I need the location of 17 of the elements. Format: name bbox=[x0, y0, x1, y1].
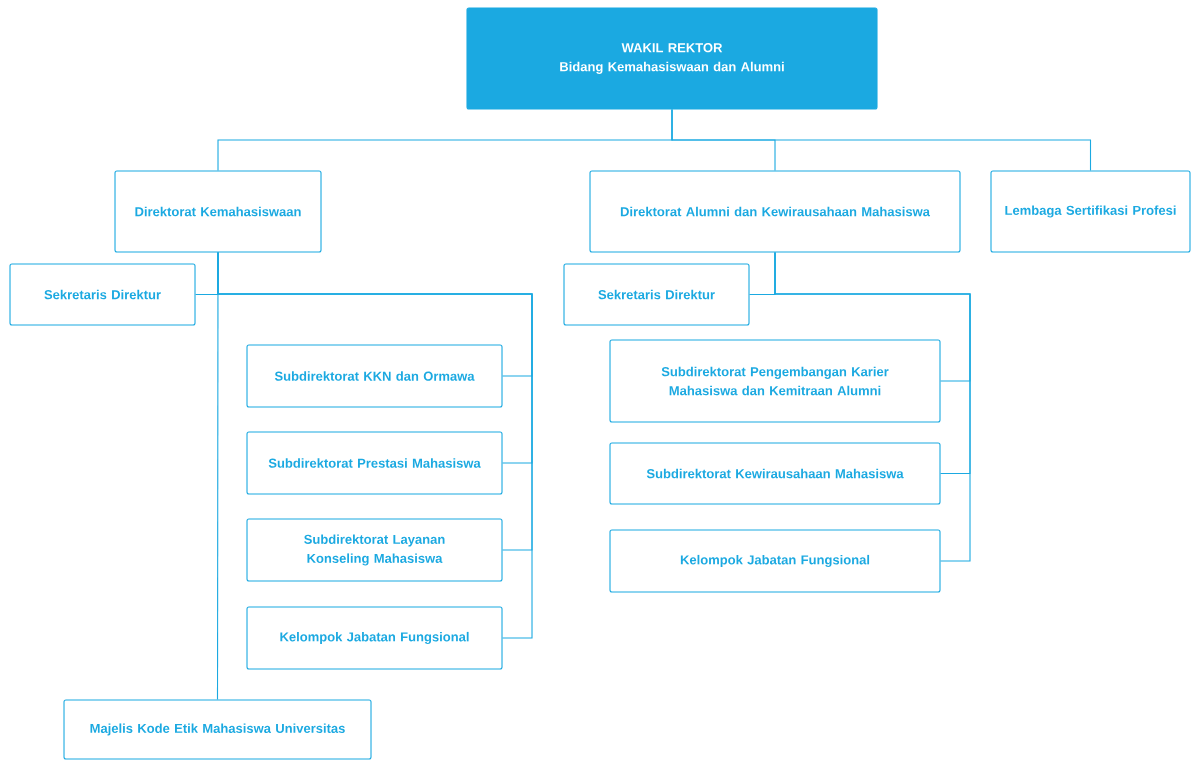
org-box: Direktorat Alumni dan Kewirausahaan Mahasiswa bbox=[589, 170, 961, 253]
connector-line bbox=[216, 252, 219, 700]
org-box: Subdirektorat Pengembangan Karier Mahasiswa dan Kemitraan Alumni bbox=[609, 339, 941, 423]
org-box: Kelompok Jabatan Fungsional bbox=[609, 529, 941, 593]
org-box: Direktorat Kemahasiswaan bbox=[114, 170, 322, 253]
org-box: Subdirektorat Layanan Konseling Mahasiswa bbox=[246, 518, 503, 582]
org-box: Lembaga Sertifikasi Profesi bbox=[990, 170, 1191, 253]
org-box: Majelis Kode Etik Mahasiswa Universitas bbox=[63, 699, 372, 760]
org-box: Kelompok Jabatan Fungsional bbox=[246, 606, 503, 670]
org-box: Subdirektorat KKN dan Ormawa bbox=[246, 344, 503, 408]
org-box: Subdirektorat Kewirausahaan Mahasiswa bbox=[609, 442, 941, 505]
connector-line bbox=[671, 109, 1092, 171]
org-box: WAKIL REKTOR Bidang Kemahasiswaan dan Alumni bbox=[466, 7, 878, 110]
connector-line bbox=[774, 252, 971, 562]
org-box: Subdirektorat Prestasi Mahasiswa bbox=[246, 431, 503, 495]
org-box: Sekretaris Direktur bbox=[563, 263, 750, 326]
org-box: Sekretaris Direktur bbox=[9, 263, 196, 326]
